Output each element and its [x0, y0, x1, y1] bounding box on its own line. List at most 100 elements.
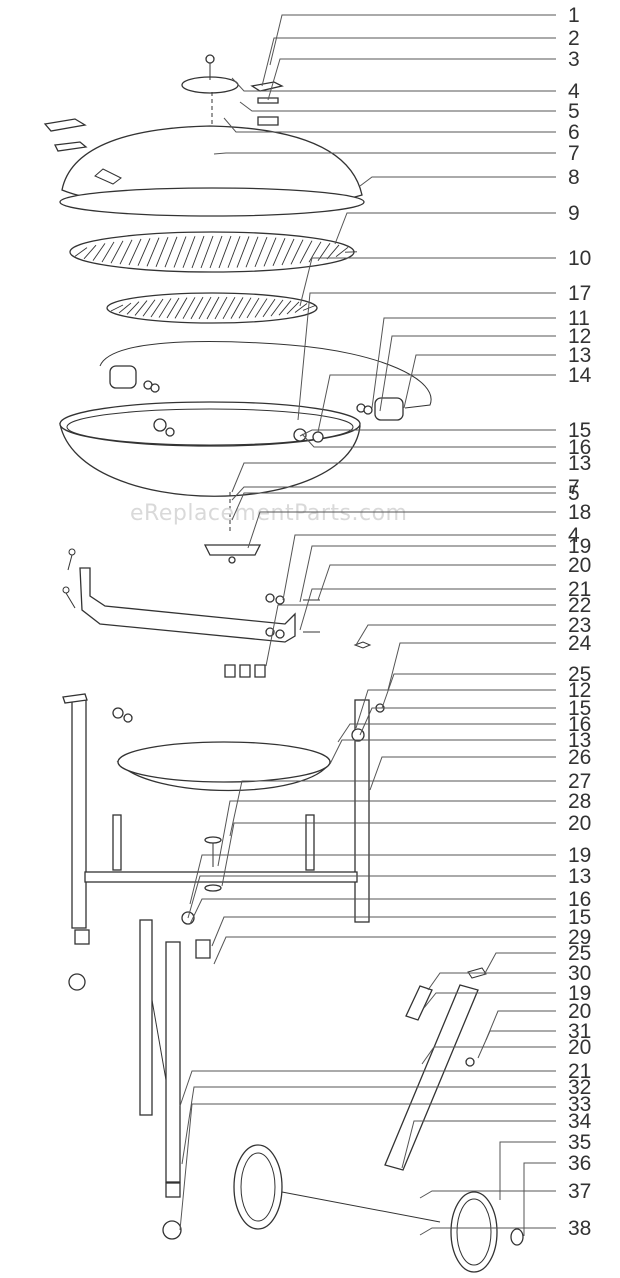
- callout-leader: [181, 1086, 556, 1165]
- callout-leader: [213, 936, 556, 965]
- callout-leader: [334, 212, 556, 245]
- callout-number: 14: [568, 364, 592, 387]
- callout-leader: [369, 756, 556, 791]
- callout-5: 5: [239, 100, 580, 123]
- callout-20: 20: [221, 812, 591, 887]
- callout-15: 15: [299, 419, 591, 442]
- callout-27: 27: [229, 770, 591, 837]
- callout-16: 16: [189, 888, 591, 925]
- callout-leader: [299, 257, 556, 307]
- callout-number: 2: [568, 27, 580, 50]
- callout-number: 17: [568, 282, 591, 305]
- callout-number: 11: [568, 307, 590, 330]
- callout-number: 12: [568, 679, 591, 702]
- callout-21: 21: [179, 1060, 591, 1107]
- callout-leader: [379, 335, 556, 412]
- callout-number: 32: [568, 1076, 591, 1099]
- callout-number: 37: [568, 1180, 591, 1203]
- callout-leader: [359, 707, 556, 736]
- callout-number: 16: [568, 436, 591, 459]
- ash-pan-and-frame: [62, 693, 385, 991]
- callout-leader: [355, 624, 556, 646]
- callout-number: 15: [568, 697, 591, 720]
- callout-number: 25: [568, 942, 591, 965]
- callout-leader: [231, 77, 556, 92]
- callout-15: 15: [211, 906, 591, 947]
- callout-number: 20: [568, 1036, 591, 1059]
- callout-12: 12: [355, 679, 591, 729]
- callout-leader: [229, 780, 556, 837]
- callout-number: 5: [568, 100, 580, 123]
- callout-number: 20: [568, 1000, 591, 1023]
- callout-leader: [485, 1010, 556, 1041]
- callout-leader: [179, 1070, 556, 1107]
- callout-number: 13: [568, 344, 591, 367]
- callout-number: 20: [568, 554, 591, 577]
- callout-22: 22: [265, 594, 591, 667]
- callout-leader: [419, 1227, 556, 1236]
- callout-4: 4: [231, 77, 580, 103]
- callout-leader: [261, 37, 556, 87]
- charcoal-grate: [106, 292, 318, 324]
- callout-33: 33: [179, 1093, 591, 1231]
- callout-29: 29: [213, 926, 591, 965]
- callout-20: 20: [317, 554, 591, 601]
- callout-leader: [179, 1103, 556, 1231]
- callout-25: 25: [483, 942, 591, 976]
- callout-number: 18: [568, 501, 591, 524]
- callout-leader: [221, 822, 556, 887]
- callout-3: 3: [267, 48, 580, 101]
- callout-1: 1: [269, 4, 580, 66]
- callout-leader: [301, 433, 556, 448]
- callout-leader: [371, 317, 556, 409]
- callout-23: 23: [355, 614, 591, 646]
- callout-number: 19: [568, 844, 591, 867]
- callout-number: 4: [568, 80, 580, 103]
- callout-36: 36: [523, 1152, 591, 1236]
- callout-11: 11: [371, 307, 590, 409]
- callout-19: 19: [299, 535, 591, 603]
- callout-leader: [419, 1190, 556, 1199]
- callout-number: 23: [568, 614, 591, 637]
- callout-leader: [483, 952, 556, 976]
- callout-number: 29: [568, 926, 591, 949]
- callout-number: 31: [568, 1020, 591, 1043]
- callout-leader: [499, 1141, 556, 1200]
- callout-16: 16: [337, 713, 591, 743]
- callout-number: 16: [568, 888, 591, 911]
- callout-leader: [189, 854, 556, 905]
- callout-number: 1: [568, 4, 580, 27]
- callout-number: 7: [568, 142, 580, 165]
- callout-leader: [421, 1046, 556, 1065]
- callout-leader: [269, 14, 556, 66]
- callout-leader: [265, 604, 556, 667]
- callout-leader: [477, 1030, 556, 1059]
- callout-19: 19: [189, 844, 591, 905]
- callout-20: 20: [421, 1036, 591, 1065]
- bowl-bracket: [62, 548, 372, 678]
- callout-leader: [247, 511, 556, 549]
- callout-number: 13: [568, 452, 591, 475]
- callout-13: 13: [403, 344, 591, 409]
- callout-28: 28: [217, 790, 591, 867]
- cooking-grate: [69, 231, 358, 273]
- callout-leader: [217, 800, 556, 867]
- callout-leader: [359, 176, 556, 187]
- callout-number: 21: [568, 578, 591, 601]
- callout-leader: [231, 486, 556, 501]
- bowl-handle: [99, 341, 432, 421]
- callout-leader: [282, 534, 556, 601]
- callout-leader: [317, 374, 556, 433]
- callout-35: 35: [499, 1131, 591, 1200]
- callout-13: 13: [187, 865, 591, 919]
- callout-number: 19: [568, 982, 591, 1005]
- callout-leader: [299, 429, 556, 437]
- callout-number: 10: [568, 247, 591, 270]
- callout-34: 34: [401, 1110, 592, 1169]
- callout-16: 16: [301, 433, 591, 459]
- callout-32: 32: [181, 1076, 591, 1165]
- callout-leader: [317, 564, 556, 601]
- callout-number: 12: [568, 325, 591, 348]
- callout-number: 15: [568, 906, 591, 929]
- callout-number: 16: [568, 713, 591, 736]
